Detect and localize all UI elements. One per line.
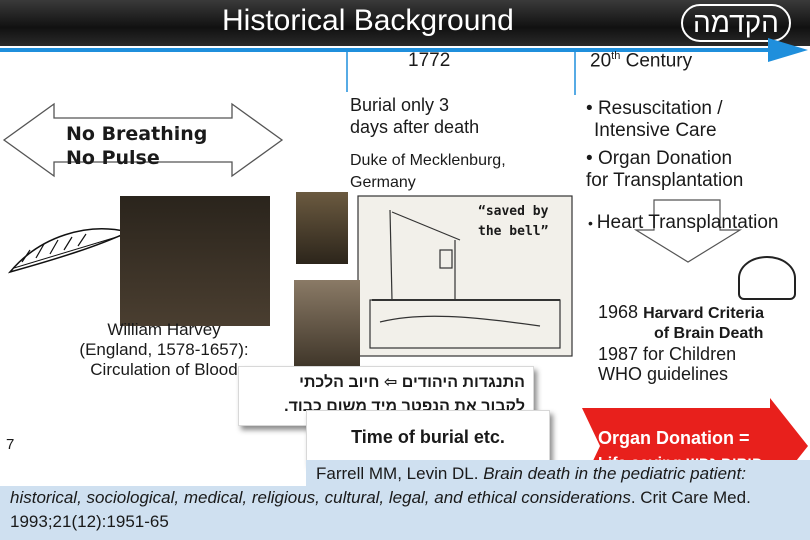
slide-title-hebrew: הקדמה: [681, 4, 791, 42]
who-guidelines: WHO guidelines: [598, 364, 729, 384]
duke-note: Duke of Mecklenburg, Germany: [350, 150, 506, 194]
title-bar: [0, 0, 810, 46]
no-breathing-label: No Breathing: [66, 123, 208, 145]
slide-title: Historical Background: [222, 4, 514, 37]
resuscitation-line-2: Intensive Care: [594, 120, 717, 141]
bullet-heart: • Heart Transplantation: [588, 212, 778, 234]
harvard-criteria: 1968 Harvard Criteria of Brain Death 198…: [598, 302, 764, 384]
reference-citation: . Crit Care Med. 1993;21(12):1951-65: [10, 488, 751, 531]
down-arrow: [633, 199, 743, 263]
hebrew-line-1: התנגדות היהודים ⇦ חיוב הלכתי: [299, 374, 525, 391]
year-1968: 1968: [598, 302, 639, 322]
no-pulse-label: No Pulse: [66, 147, 160, 169]
coffin-bell-illustration: [357, 195, 573, 357]
bullet-organ-donation: • Organ Donation for Transplantation: [586, 148, 743, 192]
heart-transplant-label: Heart Transplantation: [596, 212, 779, 233]
saved-line-1: “saved by: [478, 204, 549, 219]
harvey-discovery: Circulation of Blood: [90, 360, 238, 379]
william-harvey-portrait: [120, 196, 270, 326]
harvey-caption: William Harvey (England, 1578-1657): Cir…: [64, 320, 264, 380]
bullet-icon: •: [586, 148, 598, 169]
death-signs: No Breathing No Pulse: [66, 122, 207, 170]
century-suffix: th: [611, 50, 621, 62]
bullet-icon: •: [588, 215, 597, 231]
duke-line-2: Germany: [350, 174, 416, 191]
year-1772: 1772: [408, 50, 451, 71]
double-arrow: [2, 102, 284, 178]
organ-donation-label: Organ Donation =: [598, 428, 750, 448]
burial-line-1: Burial only 3: [350, 95, 450, 115]
reference-background-left: [0, 486, 306, 540]
hospital-logo-icon: [738, 256, 796, 300]
reference-background: [306, 460, 810, 540]
year-1987-children: 1987 for Children: [598, 344, 737, 364]
burial-time-callout: Time of burial etc.: [306, 410, 550, 464]
harvey-name: William Harvey: [107, 320, 221, 339]
reference-authors: Farrell MM, Levin DL.: [316, 464, 484, 483]
page-number: 7: [6, 436, 15, 453]
reference-title: Brain death in the pediatric patient: hi…: [10, 464, 746, 507]
burial-note: Burial only 3 days after death: [350, 94, 479, 138]
mendelssohn-portrait: [296, 192, 348, 264]
timeline-arrowhead: [768, 38, 808, 62]
rabbi-portrait: [294, 280, 360, 372]
bullet-icon: •: [586, 98, 598, 119]
resuscitation-line-1: Resuscitation /: [597, 98, 723, 119]
organ-line-2: for Transplantation: [586, 170, 744, 191]
harvard-line-2: of Brain Death: [654, 325, 764, 342]
timeline-bar: [0, 48, 770, 52]
century-number: 20: [590, 50, 612, 72]
reference-text: Farrell MM, Levin DL. Brain death in the…: [10, 462, 800, 534]
burial-line-2: days after death: [350, 117, 480, 137]
organ-line-1: Organ Donation: [597, 148, 733, 169]
century-label: 20th Century: [590, 50, 692, 72]
harvard-line-1: Harvard Criteria: [643, 305, 765, 322]
harvey-origin: (England, 1578-1657):: [79, 340, 249, 359]
quill-icon: [7, 228, 131, 274]
saved-by-bell: “saved by the bell”: [478, 202, 548, 242]
duke-line-1: Duke of Mecklenburg,: [350, 152, 506, 169]
century-word: Century: [620, 50, 693, 72]
saved-line-2: the bell”: [478, 224, 549, 239]
bullet-resuscitation: • Resuscitation / Intensive Care: [586, 98, 723, 142]
